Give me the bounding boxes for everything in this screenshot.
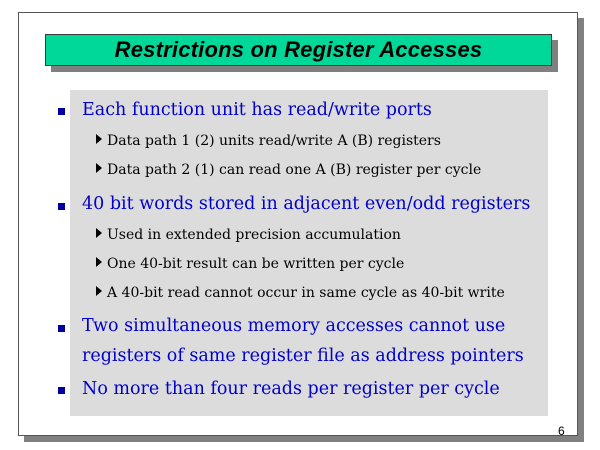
sub-bullet-arrow-icon xyxy=(96,163,102,173)
slide-title: Restrictions on Register Accesses xyxy=(114,37,483,62)
sub-bullet-arrow-icon xyxy=(96,228,102,238)
bullet-3-text-line-1: Two simultaneous memory accesses cannot … xyxy=(82,316,506,336)
bullet-2-text: 40 bit words stored in adjacent even/odd… xyxy=(82,194,531,214)
sub-bullet-arrow-icon xyxy=(96,257,102,267)
bullet-1-text: Each function unit has read/write ports xyxy=(82,100,432,120)
bullet-2-sub-3: A 40-bit read cannot occur in same cycle… xyxy=(107,285,505,301)
page-number: 6 xyxy=(558,424,565,438)
bullet-2-sub-1: Used in extended precision accumulation xyxy=(107,227,401,243)
title-bar: Restrictions on Register Accesses xyxy=(45,34,552,66)
bullet-4-text: No more than four reads per register per… xyxy=(82,379,500,399)
bullet-square-icon xyxy=(58,387,65,394)
bullet-square-icon xyxy=(58,325,65,332)
content-box xyxy=(70,90,548,416)
sub-bullet-arrow-icon xyxy=(96,134,102,144)
bullet-square-icon xyxy=(58,108,65,115)
bullet-1-sub-2: Data path 2 (1) can read one A (B) regis… xyxy=(107,162,482,178)
bullet-3-text-line-2: registers of same register file as addre… xyxy=(82,346,524,366)
bullet-2-sub-2: One 40-bit result can be written per cyc… xyxy=(107,256,405,272)
bullet-1-sub-1: Data path 1 (2) units read/write A (B) r… xyxy=(107,133,441,149)
bullet-square-icon xyxy=(58,203,65,210)
sub-bullet-arrow-icon xyxy=(96,286,102,296)
